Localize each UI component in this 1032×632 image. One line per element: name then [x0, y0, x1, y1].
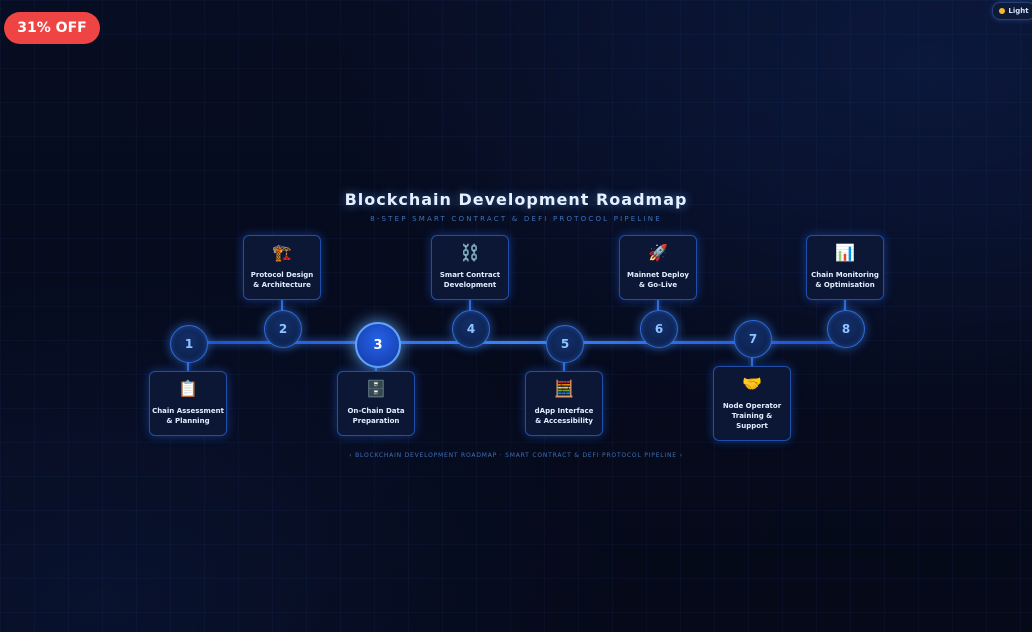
step-card-7[interactable]: 🤝 Node Operator Training & Support: [713, 366, 791, 441]
step-card-6[interactable]: 🚀 Mainnet Deploy & Go-Live: [619, 235, 697, 300]
step-node-4[interactable]: 4: [452, 310, 490, 348]
step-connector: [281, 299, 283, 311]
step-node-6[interactable]: 6: [640, 310, 678, 348]
database-icon: 🗄️: [366, 379, 386, 398]
page-title: Blockchain Development Roadmap: [344, 190, 688, 209]
step-label: On-Chain Data Preparation: [347, 407, 405, 425]
footer-caption: ‹ BLOCKCHAIN DEVELOPMENT ROADMAP · SMART…: [349, 452, 683, 459]
step-connector: [563, 359, 565, 372]
step-connector: [844, 299, 846, 311]
calculator-icon: 🧮: [554, 379, 574, 398]
step-connector: [751, 355, 753, 367]
theme-toggle-button[interactable]: Light: [992, 2, 1032, 20]
step-node-1[interactable]: 1: [170, 325, 208, 363]
step-connector: [187, 359, 189, 372]
step-node-2[interactable]: 2: [264, 310, 302, 348]
clipboard-icon: 📋: [178, 379, 198, 398]
sun-icon: [999, 8, 1006, 14]
handshake-icon: 🤝: [742, 374, 762, 393]
step-connector: [469, 299, 471, 311]
step-node-5[interactable]: 5: [546, 325, 584, 363]
step-node-8[interactable]: 8: [827, 310, 865, 348]
step-card-3[interactable]: 🗄️ On-Chain Data Preparation: [337, 371, 415, 436]
bar-chart-icon: 📊: [835, 243, 855, 262]
discount-badge[interactable]: 31% OFF: [4, 12, 100, 44]
step-label: Chain Monitoring & Optimisation: [811, 271, 879, 289]
step-card-8[interactable]: 📊 Chain Monitoring & Optimisation: [806, 235, 884, 300]
rocket-icon: 🚀: [648, 243, 668, 262]
step-label: Node Operator Training & Support: [722, 402, 782, 430]
step-connector: [375, 364, 377, 372]
step-label: dApp Interface & Accessibility: [534, 407, 594, 425]
chain-icon: ⛓️: [460, 243, 480, 262]
step-label: Protocol Design & Architecture: [250, 271, 314, 289]
crane-icon: 🏗️: [272, 243, 292, 262]
page-subtitle: 8-STEP SMART CONTRACT & DEFI PROTOCOL PI…: [370, 215, 662, 223]
step-card-1[interactable]: 📋 Chain Assessment & Planning: [149, 371, 227, 436]
timeline-line: [188, 341, 846, 344]
step-card-5[interactable]: 🧮 dApp Interface & Accessibility: [525, 371, 603, 436]
step-label: Chain Assessment & Planning: [152, 407, 224, 425]
step-node-3[interactable]: 3: [355, 322, 401, 368]
step-label: Mainnet Deploy & Go-Live: [627, 271, 689, 289]
step-label: Smart Contract Development: [439, 271, 501, 289]
step-card-2[interactable]: 🏗️ Protocol Design & Architecture: [243, 235, 321, 300]
step-connector: [657, 299, 659, 311]
step-card-4[interactable]: ⛓️ Smart Contract Development: [431, 235, 509, 300]
step-node-7[interactable]: 7: [734, 320, 772, 358]
theme-toggle-label: Light: [1008, 7, 1029, 15]
